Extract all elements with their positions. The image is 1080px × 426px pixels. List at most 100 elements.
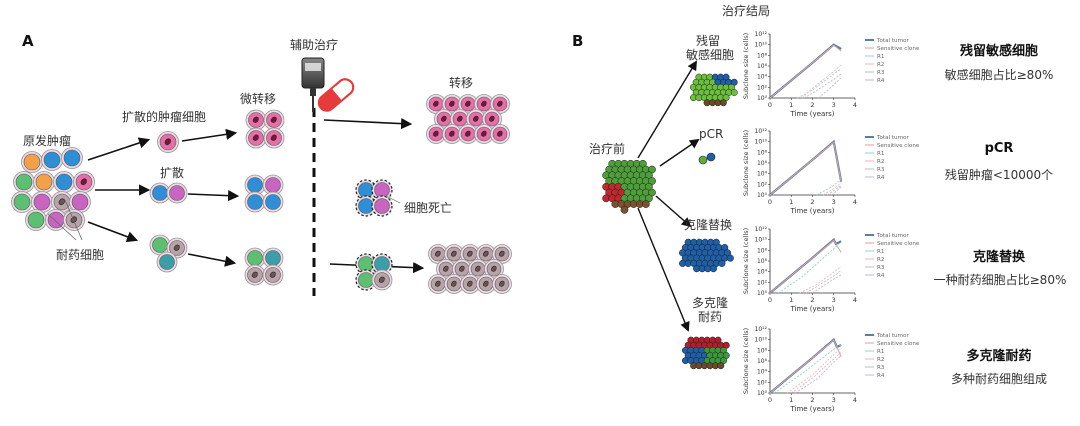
y-tick-label: 10⁴	[757, 74, 768, 81]
arrow-to-resistant-cluster	[187, 253, 237, 267]
y-tick-label: 10¹⁰	[755, 337, 768, 344]
primary-tumor-cell	[31, 191, 53, 213]
metastasis-cell	[482, 109, 502, 129]
pretreatment-tumor	[602, 159, 656, 214]
dying-green-cell	[355, 269, 377, 291]
dying-cell-cluster	[355, 179, 393, 217]
x-tick-label: 3	[832, 296, 836, 304]
series-line-r3	[805, 270, 842, 294]
regrowth-gray-cell	[492, 274, 512, 294]
y-tick-label: 10⁰	[757, 95, 768, 102]
resistant-pointer-1	[64, 199, 83, 241]
resistant-cluster-cell	[244, 247, 266, 269]
outcome-title-residual-sensitive: 残留敏感细胞	[959, 44, 1038, 59]
resistant-green-cell	[149, 234, 171, 256]
primary-tumor-cell	[45, 209, 67, 231]
y-tick-label: 10⁰	[757, 192, 768, 199]
metastasis-cell	[426, 94, 446, 114]
arrow-to-polyclonal	[637, 207, 690, 332]
metastasis-cell	[458, 124, 478, 144]
regrowth-gray-cell	[476, 274, 496, 294]
primary-tumor-cell	[69, 191, 91, 213]
arrow-to-disseminated	[87, 137, 151, 161]
state-label-pcr: pCR	[699, 127, 724, 141]
primary-tumor-cell	[51, 191, 73, 213]
arrow-to-pcr	[659, 138, 700, 167]
clonal-replacement-ball	[679, 238, 734, 273]
legend-entry: R1	[877, 249, 885, 255]
y-tick-label: 10⁶	[757, 63, 768, 70]
pcr-cell-blue	[706, 152, 716, 162]
x-axis-label: Time (years)	[789, 305, 834, 313]
y-tick-label: 10¹²	[755, 226, 768, 233]
primary-tumor-cell	[13, 171, 35, 193]
legend-entry: R2	[877, 62, 884, 68]
primary-tumor-cell	[63, 209, 85, 231]
y-tick-label: 10⁶	[757, 358, 768, 365]
legend-entry: Total tumor	[876, 233, 909, 239]
series-line-r1	[816, 179, 842, 196]
y-tick-label: 10⁴	[757, 269, 768, 276]
metastasis-cluster	[426, 94, 510, 144]
pcr-cell-green	[698, 155, 708, 165]
legend-entry: Total tumor	[876, 38, 909, 44]
label-resistant-cells: 耐药细胞	[56, 248, 105, 262]
y-tick-label: 10⁸	[757, 52, 768, 59]
y-tick-label: 10¹⁰	[755, 42, 768, 49]
arrow-to-residual-sensitive	[637, 60, 698, 159]
series-line-r1	[773, 344, 842, 394]
y-tick-label: 10¹²	[755, 31, 768, 38]
metastasis-cell	[426, 124, 446, 144]
state-label-line-1: 多克隆	[691, 296, 728, 310]
x-tick-label: 1	[789, 396, 793, 404]
label-primary-tumor: 原发肿瘤	[23, 134, 72, 148]
series-line-sensitive-clone	[769, 239, 842, 294]
resistant-cluster-cell	[262, 247, 284, 269]
x-tick-label: 3	[832, 198, 836, 206]
series-line-r2	[801, 64, 842, 99]
spread-cluster-cell	[244, 191, 266, 213]
y-tick-label: 10⁸	[757, 247, 768, 254]
outcome-desc-clonal-replacement: 一种耐药细胞占比≥80%	[933, 273, 1067, 287]
metastasis-cell	[474, 94, 494, 114]
series-line-total-tumor	[769, 43, 842, 99]
legend-entry: R3	[877, 70, 885, 76]
iv-bag-icon	[301, 57, 325, 112]
spread-purple-cell	[166, 182, 188, 204]
x-tick-label: 2	[810, 296, 814, 304]
spread-blue-cell	[149, 182, 171, 204]
primary-tumor-cluster	[11, 147, 95, 231]
series-line-r4	[812, 274, 842, 294]
outcome-desc-polyclonal: 多种耐药细胞组成	[950, 372, 1047, 386]
outcome-title-polyclonal: 多克隆耐药	[966, 349, 1032, 364]
y-tick-label: 10⁴	[757, 171, 768, 178]
spread-cluster-cell	[262, 191, 284, 213]
state-label-line-1: 残留	[695, 34, 720, 48]
series-line-r2	[799, 265, 842, 294]
micromet-cell	[263, 109, 285, 131]
x-tick-label: 1	[789, 198, 793, 206]
state-label-line-2: 耐药	[697, 310, 722, 324]
label-metastasis: 转移	[449, 76, 474, 90]
dying-blue-cell	[355, 179, 377, 201]
metastasis-cell	[442, 124, 462, 144]
regrowth-gray-cell	[492, 244, 512, 264]
label-cell-death: 细胞死亡	[404, 201, 453, 215]
series-line-total-tumor	[769, 337, 842, 394]
x-tick-label: 1	[789, 296, 793, 304]
outcome-title-pcr: pCR	[984, 141, 1014, 156]
series-line-r1	[778, 241, 842, 294]
regrowth-gray-cell	[476, 244, 496, 264]
primary-tumor-cell	[41, 149, 63, 171]
label-pretreatment: 治疗前	[589, 142, 626, 156]
label-spread: 扩散	[160, 166, 185, 180]
arrow-to-micromets	[181, 128, 238, 142]
y-axis-label: Subclone size (cells)	[742, 228, 750, 294]
metastasis-cell	[458, 94, 478, 114]
spread-cell-pair	[149, 182, 188, 204]
resistant-cell-pair	[149, 234, 188, 273]
